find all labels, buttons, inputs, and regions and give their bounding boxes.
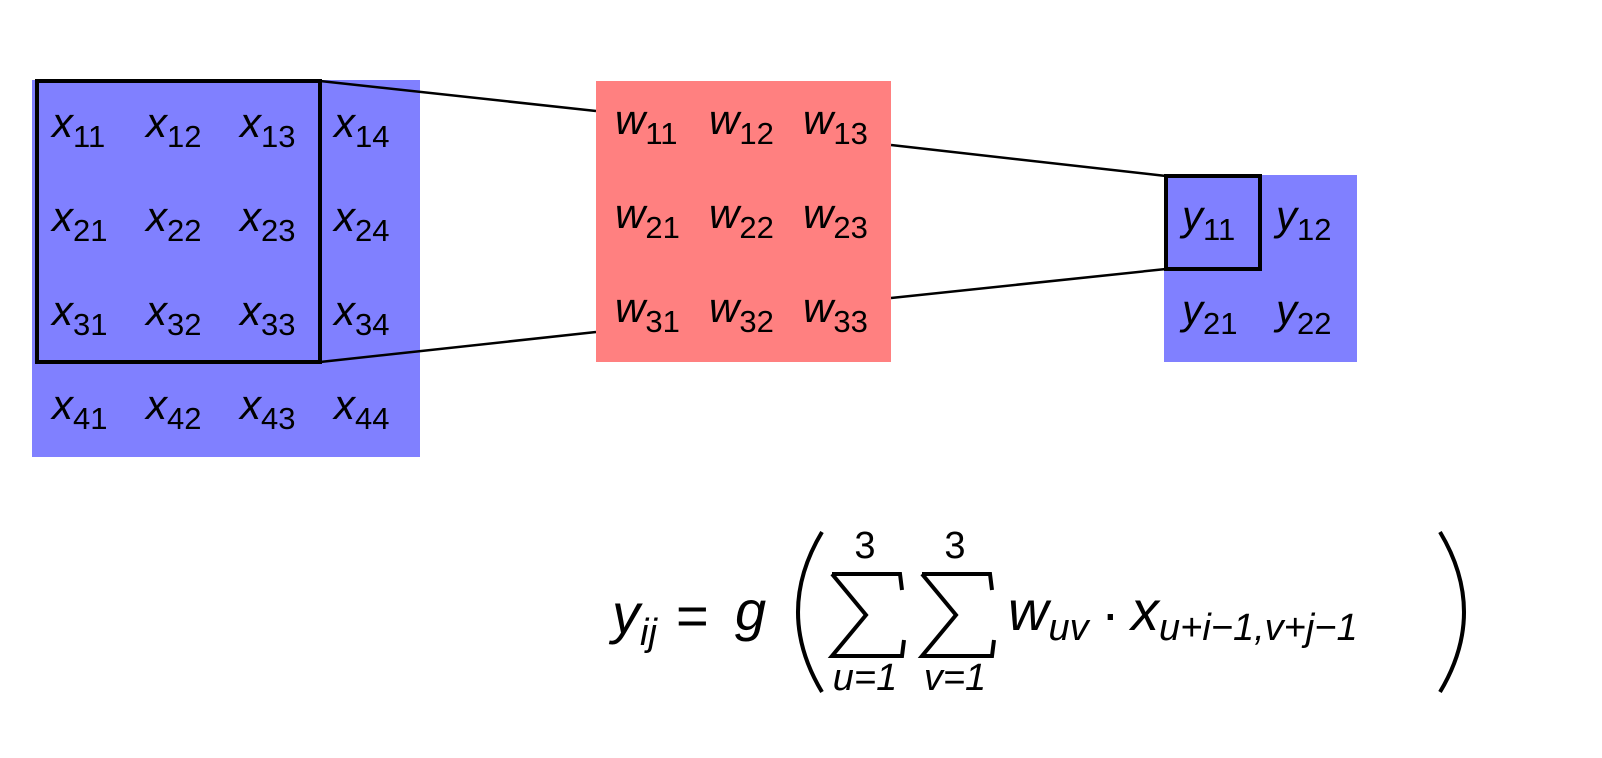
input-matrix-cells: x11 x12 x13 x14 x21 x22 x23 x24 x31 x32 x33 x34 x41 x… (50, 99, 389, 436)
input-cell-43: x43 (238, 381, 295, 436)
input-cell-12: x12 (144, 99, 201, 154)
kernel-cell-11: w11 (615, 96, 678, 151)
input-cell-34: x34 (332, 287, 389, 342)
connector-input-kernel-bottom (319, 330, 597, 364)
input-matrix-background (32, 80, 420, 457)
input-cell-31: x31 (50, 287, 107, 342)
input-cell-23: x23 (238, 193, 295, 248)
sum2-sigma (917, 572, 996, 658)
connector-kernel-output-bottom (890, 267, 1167, 300)
input-cell-22: x22 (144, 193, 201, 248)
sum2-upper-limit: 3 (944, 525, 965, 567)
input-cell-14: x14 (332, 99, 389, 154)
input-cell-13: x13 (238, 99, 295, 154)
output-cell-11: y11 (1179, 192, 1235, 247)
formula-function: g (735, 579, 766, 642)
input-cell-32: x32 (144, 287, 201, 342)
output-matrix-cells: y11 y12 y21 y22 (1179, 192, 1331, 341)
input-cell-33: x33 (238, 287, 295, 342)
sum1-sigma (827, 572, 906, 658)
input-cell-11: x11 (50, 99, 105, 154)
sum2-lower-limit: v=1 (924, 657, 986, 699)
formula-weight: wuv (1008, 579, 1091, 649)
formula-dot: · (1101, 581, 1120, 644)
formula-lhs: yij (608, 582, 658, 654)
kernel-cell-21: w21 (615, 190, 680, 245)
sum1-lower-limit: u=1 (833, 657, 897, 699)
receptive-field-box (35, 79, 322, 364)
connector-lines (319, 79, 1167, 364)
input-cell-41: x41 (50, 381, 107, 436)
input-matrix: x11 x12 x13 x14 x21 x22 x23 x24 x31 x32 x33 x34 x41 x… (32, 79, 420, 457)
kernel-matrix-cells: w11 w12 w13 w21 w22 w23 w31 w32 w33 (615, 96, 868, 339)
kernel-cell-22: w22 (709, 190, 774, 245)
output-cell-21: y21 (1179, 286, 1237, 341)
connector-kernel-output-top (890, 143, 1167, 178)
kernel-cell-33: w33 (803, 284, 868, 339)
left-parenthesis (796, 530, 824, 694)
sum1-upper-limit: 3 (854, 525, 875, 567)
input-cell-44: x44 (332, 381, 389, 436)
kernel-cell-32: w32 (709, 284, 774, 339)
kernel-cell-31: w31 (615, 284, 680, 339)
formula-input: xu+i−1,v+j−1 (1128, 579, 1358, 649)
output-cell-22: y22 (1273, 286, 1331, 341)
kernel-matrix: w11 w12 w13 w21 w22 w23 w31 w32 w33 (596, 81, 891, 362)
input-cell-21: x21 (50, 193, 107, 248)
kernel-cell-13: w13 (803, 96, 868, 151)
connector-input-kernel-top (319, 79, 597, 113)
convolution-formula: yij = g 3 u=1 3 v=1 wuv · xu+i−1,v+j−1 (608, 525, 1466, 699)
kernel-cell-23: w23 (803, 190, 868, 245)
right-parenthesis (1438, 530, 1466, 694)
kernel-cell-12: w12 (709, 96, 774, 151)
output-matrix: y11 y12 y21 y22 (1164, 174, 1357, 362)
input-cell-42: x42 (144, 381, 201, 436)
output-highlight-box (1164, 174, 1262, 271)
input-cell-24: x24 (332, 193, 389, 248)
formula-equals: = (676, 584, 709, 647)
output-cell-12: y12 (1273, 192, 1331, 247)
kernel-matrix-background (596, 81, 891, 362)
